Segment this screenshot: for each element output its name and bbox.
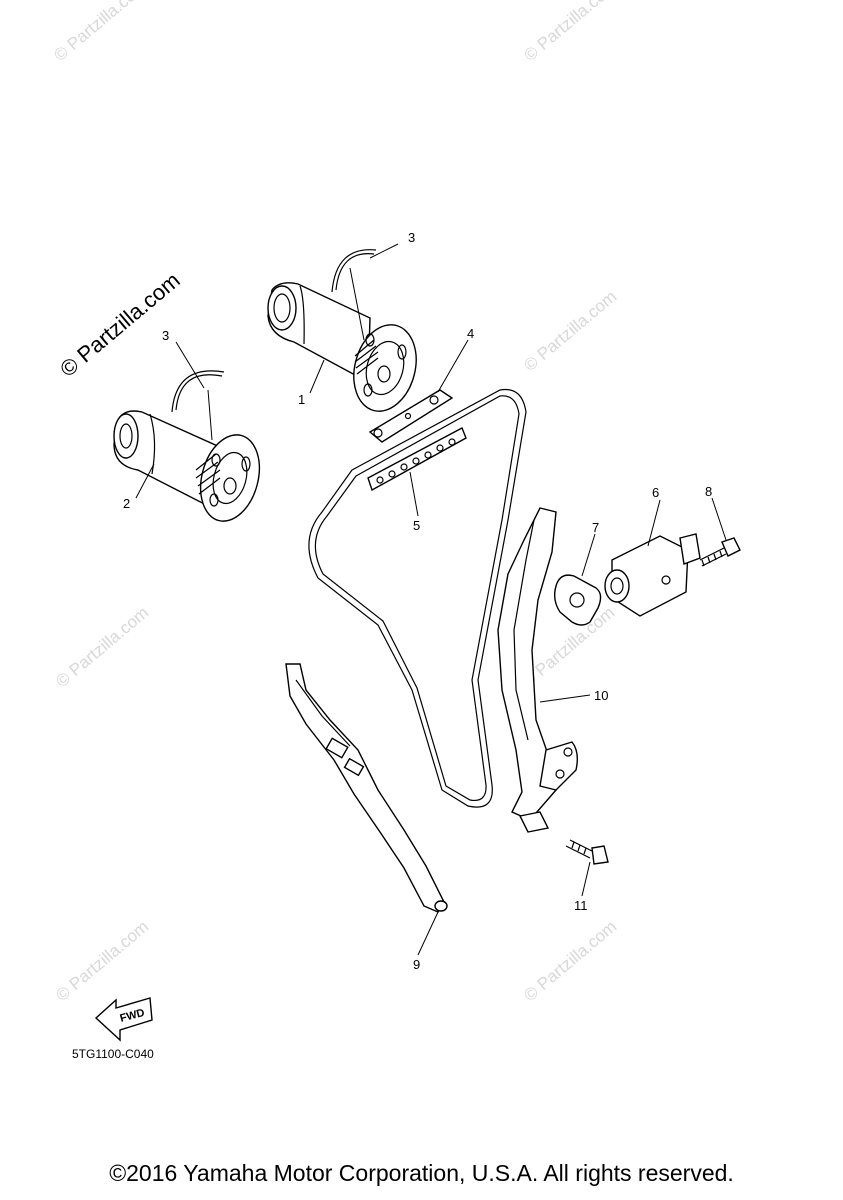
callouts: 1 2 3 3 4 5 6 7 8 9 10 11 bbox=[123, 230, 712, 972]
callout-11: 11 bbox=[574, 898, 588, 913]
camshaft-2 bbox=[113, 410, 261, 522]
callout-6: 6 bbox=[652, 485, 659, 500]
chain-guide-9 bbox=[285, 663, 448, 913]
tensioner bbox=[604, 533, 701, 617]
callout-5: 5 bbox=[413, 518, 420, 533]
callout-3: 3 bbox=[162, 328, 169, 343]
watermark-main: © Partzilla.com bbox=[55, 267, 185, 381]
callout-10: 10 bbox=[594, 688, 608, 703]
watermark: © Partzilla.com bbox=[520, 287, 620, 375]
callout-9: 9 bbox=[413, 957, 420, 972]
bolt-11 bbox=[565, 839, 609, 865]
callout-7: 7 bbox=[592, 520, 599, 535]
watermark: © Partzilla.com bbox=[50, 0, 150, 65]
bolt-8 bbox=[699, 537, 741, 567]
gasket bbox=[553, 574, 602, 626]
timing-chain bbox=[308, 388, 527, 808]
callout-3: 3 bbox=[408, 230, 415, 245]
callout-8: 8 bbox=[705, 484, 712, 499]
chain-guide-10 bbox=[497, 507, 579, 833]
clip-upper bbox=[331, 249, 377, 293]
clip-lower bbox=[171, 370, 225, 413]
callout-2: 2 bbox=[123, 496, 130, 511]
chain-plate bbox=[368, 389, 454, 443]
leader-lines bbox=[135, 243, 727, 956]
watermark: © Partzilla.com bbox=[520, 0, 620, 65]
diagram-code: 5TG1100-C040 bbox=[72, 1047, 154, 1061]
watermark: © Partzilla.com bbox=[52, 917, 152, 1005]
fwd-arrow: FWD bbox=[94, 997, 153, 1042]
watermark: © Partzilla.com bbox=[520, 917, 620, 1005]
watermark: © Partzilla.com bbox=[52, 603, 152, 691]
callout-4: 4 bbox=[467, 326, 474, 341]
chain-segment bbox=[367, 427, 467, 492]
camshaft-1 bbox=[267, 282, 417, 412]
watermarks: © Partzilla.com © Partzilla.com © Partzi… bbox=[50, 0, 620, 1005]
callout-1: 1 bbox=[298, 392, 305, 407]
copyright-notice: ©2016 Yamaha Motor Corporation, U.S.A. A… bbox=[109, 1160, 734, 1186]
